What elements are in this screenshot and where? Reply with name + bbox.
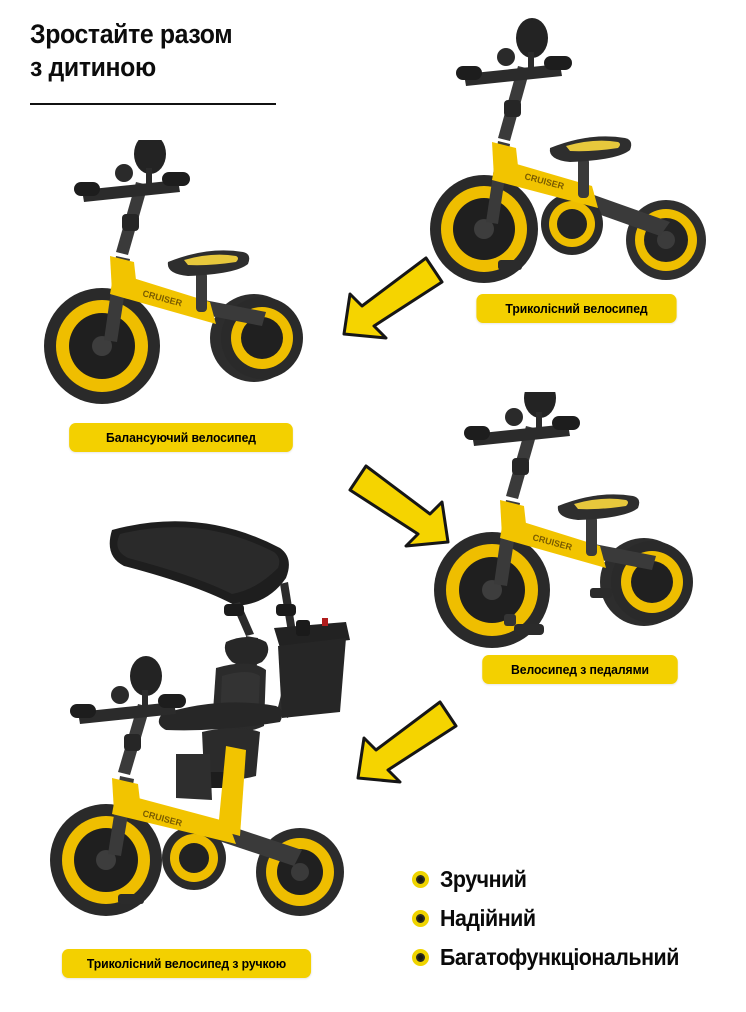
feature-item: Зручний: [412, 866, 742, 893]
feature-item: Надійний: [412, 905, 742, 932]
badge-tricycle: Триколісний велосипед: [476, 294, 677, 323]
page-title-line-1: Зростайте разом: [30, 19, 233, 49]
product-image-tricycle-with-handle: CRUISER: [50, 500, 380, 940]
product-image-pedal-bike: CRUISER: [430, 392, 730, 660]
badge-pedal-bike: Велосипед з педалями: [482, 655, 678, 684]
arrow-down-right-icon-2: [344, 452, 464, 552]
bullet-target-icon: [412, 871, 429, 888]
product-image-tricycle: CRUISER: [420, 8, 746, 298]
feature-label: Зручний: [440, 866, 527, 892]
page-title: Зростайте разом з дитиною: [30, 18, 430, 84]
page-title-line-2: з дитиною: [30, 52, 156, 82]
arrow-down-left-icon-3: [344, 684, 464, 784]
badge-balance-bike: Балансуючий велосипед: [69, 423, 293, 452]
product-image-balance-bike: CRUISER: [40, 140, 340, 420]
bullet-target-icon: [412, 910, 429, 927]
title-divider: [30, 103, 276, 105]
bullet-target-icon: [412, 949, 429, 966]
feature-list: Зручний Надійний Багатофункціональний: [412, 866, 742, 983]
feature-label: Надійний: [440, 905, 536, 931]
feature-label: Багатофункціональний: [440, 944, 679, 970]
badge-tricycle-with-handle: Триколісний велосипед з ручкою: [61, 949, 312, 978]
arrow-down-left-icon-1: [330, 240, 450, 340]
feature-item: Багатофункціональний: [412, 944, 742, 971]
